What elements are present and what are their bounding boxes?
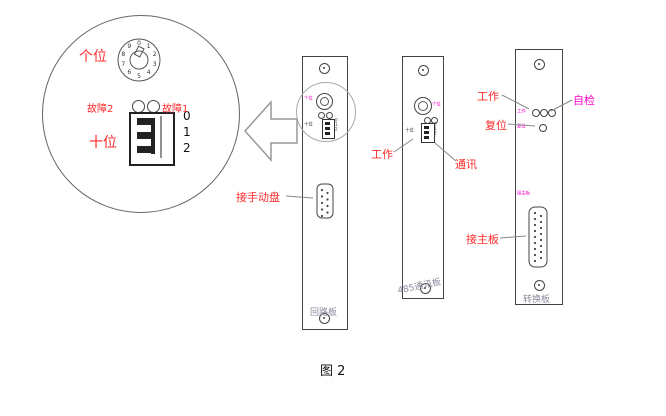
comm-tiny-units-label: 个位 xyxy=(432,101,441,107)
comm-comm-label: 通讯 xyxy=(455,158,477,171)
rotary-digit: 0 xyxy=(137,39,141,47)
comm-dip-digit: 1 xyxy=(434,126,437,132)
comm-rotary-icon xyxy=(414,97,432,115)
dip-digit-0: 0 xyxy=(183,109,191,123)
converter-led-icon xyxy=(548,109,556,117)
rotary-digit: 1 xyxy=(146,42,151,50)
converter-led-icon xyxy=(540,109,548,117)
comm-dip-digit: 2 xyxy=(434,131,437,136)
db25-connector-icon xyxy=(528,206,548,268)
screw-icon xyxy=(319,63,330,74)
converter-led-icon xyxy=(532,109,540,117)
screw-icon xyxy=(534,59,545,70)
rotary-digit: 3 xyxy=(152,61,157,69)
rotary-digit: 8 xyxy=(121,50,126,58)
rotary-digit: 5 xyxy=(137,72,141,80)
loop-board-name: 回路板 xyxy=(310,308,338,318)
rotary-digit: 9 xyxy=(127,42,132,50)
rotary-digit: 2 xyxy=(152,50,157,58)
converter-board: 工作 复位 接主板 转换板 xyxy=(515,49,563,305)
magnified-region-circle xyxy=(296,82,356,142)
screw-icon xyxy=(534,280,545,291)
units-label: 个位 xyxy=(79,49,107,65)
converter-reset-label: 复位 xyxy=(485,119,507,132)
screw-icon xyxy=(420,283,431,294)
dip-position-labels: 0 1 2 xyxy=(183,110,191,154)
tens-label: 十位 xyxy=(89,135,117,151)
rotary-switch-graphic xyxy=(117,38,161,82)
screw-icon xyxy=(319,313,330,324)
converter-tiny-work-label: 工作 xyxy=(517,108,526,114)
comm-dip-digit: 0 xyxy=(434,122,437,127)
rotary-digit: 4 xyxy=(146,69,151,77)
converter-work-label: 工作 xyxy=(477,90,499,103)
magnify-arrow xyxy=(243,100,298,162)
converter-tiny-main-label: 接主板 xyxy=(517,190,531,196)
comm-work-label: 工作 xyxy=(371,148,393,161)
dip-switch xyxy=(129,112,175,166)
converter-selftest-label: 自检 xyxy=(573,94,595,107)
dip-digit-2: 2 xyxy=(183,141,191,155)
figure-caption: 图 2 xyxy=(320,364,346,379)
converter-tiny-reset-label: 复位 xyxy=(517,123,526,129)
fault2-label: 故障2 xyxy=(87,104,114,115)
dip-switch-graphic xyxy=(137,116,162,158)
comm-dip-icon xyxy=(421,123,435,143)
comm-dip-digits: 0 1 2 xyxy=(434,122,437,136)
dip-digit-1: 1 xyxy=(183,125,191,139)
db9-connector-icon xyxy=(316,183,334,219)
converter-led-icon xyxy=(539,124,547,132)
comm-board: 个位 十位 0 1 2 485通讯板 xyxy=(397,56,444,299)
manual-panel-connector-label: 接手动盘 xyxy=(236,191,280,204)
fault1-label: 故障1 xyxy=(162,104,189,115)
rotary-digit: 6 xyxy=(127,69,132,77)
comm-board-name: 485通讯板 xyxy=(396,277,443,297)
comm-tiny-tens-label: 十位 xyxy=(405,127,414,133)
converter-mainboard-label: 接主板 xyxy=(466,233,499,246)
converter-board-name: 转换板 xyxy=(523,295,551,305)
rotary-digit: 7 xyxy=(121,61,126,69)
screw-icon xyxy=(418,65,429,76)
